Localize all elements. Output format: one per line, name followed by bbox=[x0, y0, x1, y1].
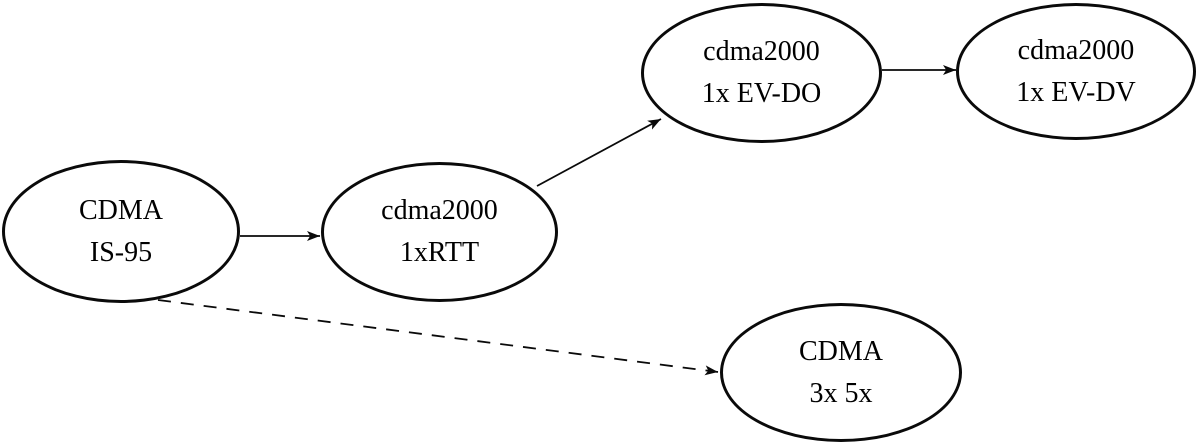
node-label-line1: cdma2000 bbox=[703, 36, 820, 67]
node-cdma-is95: CDMA IS-95 bbox=[2, 160, 240, 303]
edge-is95-to-3x5x-dashed-arrow bbox=[157, 299, 719, 376]
node-cdma2000-1x-evdo: cdma2000 1x EV-DO bbox=[641, 3, 882, 143]
node-label-line1: CDMA bbox=[798, 335, 883, 367]
node-cdma-3x5x: CDMA 3x 5x bbox=[720, 303, 962, 442]
node-label-line2: 3x 5x bbox=[809, 377, 873, 409]
node-cdma2000-1x-evdv: cdma2000 1x EV-DV bbox=[956, 3, 1196, 140]
node-label-line1: cdma2000 bbox=[1017, 34, 1135, 66]
edge-1xrtt-to-evdo-arrow bbox=[536, 118, 662, 187]
node-label-line2: 1x EV-DV bbox=[1016, 76, 1136, 108]
node-label-line2: 1x EV-DO bbox=[701, 78, 822, 109]
node-label-line1: cdma2000 bbox=[381, 195, 498, 226]
node-label-line1: CDMA bbox=[78, 194, 163, 226]
node-label-line2: 1xRTT bbox=[399, 237, 480, 268]
node-label-line2: IS-95 bbox=[89, 236, 153, 268]
node-cdma2000-1xrtt: cdma2000 1xRTT bbox=[321, 162, 558, 302]
